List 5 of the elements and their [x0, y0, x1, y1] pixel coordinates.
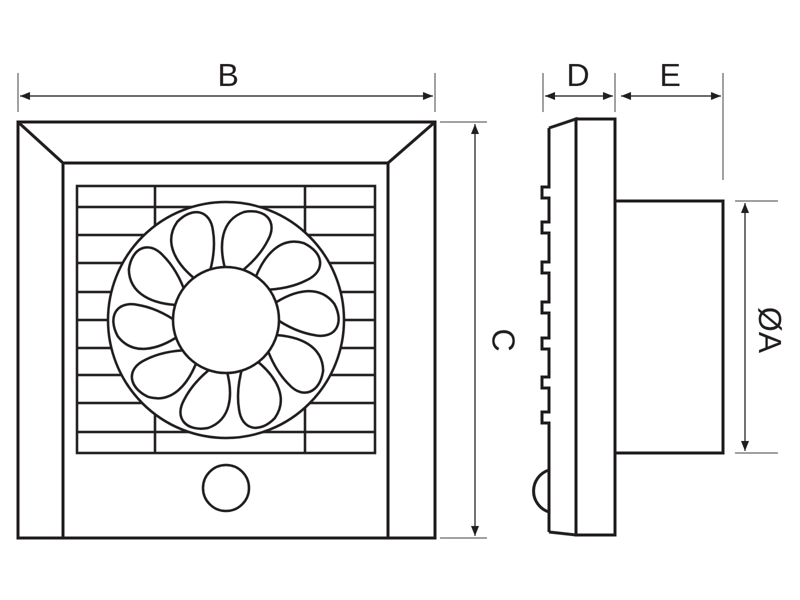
dimension-label: C — [487, 328, 520, 352]
dimension-label: B — [218, 59, 239, 91]
dimension-label: D — [566, 59, 590, 91]
dimension-label: E — [660, 59, 681, 91]
dimension-label: ØA — [754, 306, 786, 354]
